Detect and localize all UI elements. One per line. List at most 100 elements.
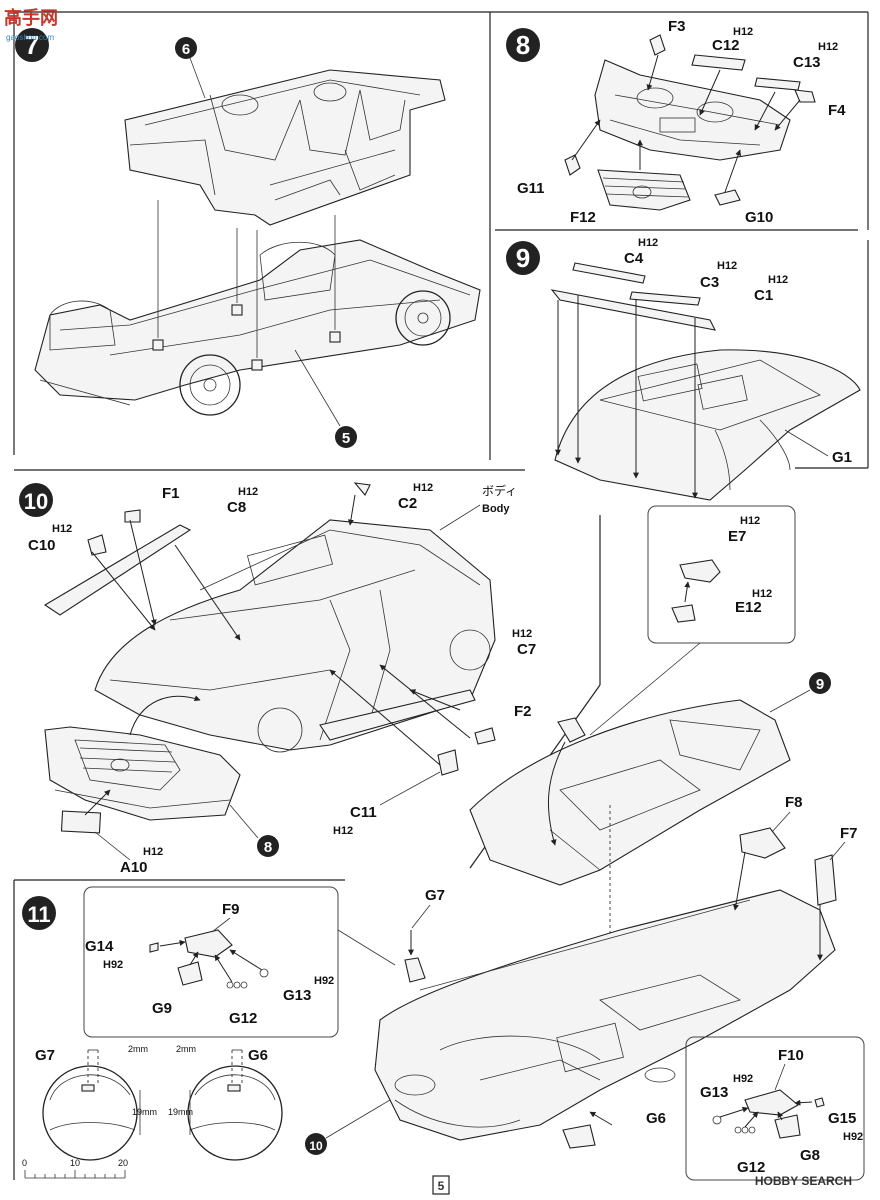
part-a10-drawing: [60, 810, 102, 834]
label-f10: F10: [778, 1047, 804, 1064]
part-g11-drawing: [564, 154, 581, 176]
body-underside-drawing: [374, 889, 836, 1141]
label-c1: C1: [754, 287, 773, 304]
label-c2: C2: [398, 495, 417, 512]
label-a10: A10: [120, 859, 148, 876]
label-e12-paint: H12: [752, 588, 772, 600]
label-f4: F4: [828, 102, 846, 119]
part-c1-drawing: [550, 289, 716, 331]
part-c2-drawing: [353, 482, 371, 496]
label-e12: E12: [735, 599, 762, 616]
grille-f12-drawing: [597, 169, 691, 211]
part-c12-drawing: [691, 54, 746, 71]
label-c3: C3: [700, 274, 719, 291]
step-7-badge: [15, 28, 49, 62]
step-11-number: 11: [27, 902, 50, 927]
inset-f10: [685, 1036, 865, 1181]
roof-g1-drawing: [554, 349, 861, 501]
label-c11: C11: [350, 804, 377, 821]
label-c12: C12: [712, 37, 740, 54]
part-c10-drawing: [87, 534, 107, 556]
detail-g6-width: 2mm: [176, 1044, 196, 1054]
inset-e7-e12: [647, 505, 796, 644]
callout-9: 9: [816, 676, 824, 693]
label-g10: G10: [745, 209, 773, 226]
step-9: 9 C4 H12 C3 H12 C1 H12 G1: [506, 237, 861, 501]
label-f1: F1: [162, 485, 180, 502]
label-g13: G13: [700, 1084, 728, 1101]
label-g8: G8: [800, 1147, 820, 1164]
step-8-badge: [506, 28, 540, 62]
part-c4-drawing: [572, 262, 646, 284]
label-f12: F12: [570, 209, 596, 226]
label-c4-paint: H12: [638, 237, 658, 249]
watermark-top-left: 高手网 gaoshou.com: [4, 7, 58, 42]
part-c8-drawing: [43, 524, 192, 616]
label-c8-paint: H12: [238, 486, 258, 498]
callout-5: 5: [342, 430, 350, 447]
part-e12-drawing: [671, 604, 696, 623]
detail-g7-label: G7: [35, 1047, 55, 1064]
step-8-number: 8: [516, 30, 530, 60]
callout-9-badge: [809, 672, 831, 694]
page-number: 5: [438, 1179, 445, 1193]
label-f7: F7: [840, 825, 858, 842]
label-e7: E7: [728, 528, 746, 545]
car-body-drawing: [94, 519, 496, 753]
part-c7-drawing: [319, 689, 476, 741]
chassis-drawing: [34, 239, 481, 416]
part-f3-drawing: [649, 34, 666, 56]
part-c13-drawing: [754, 77, 801, 91]
step-10-badge: [19, 483, 53, 517]
step-9-badge: [506, 241, 540, 275]
label-c11-paint: H12: [333, 825, 353, 837]
roof-assembly-drawing: [469, 699, 791, 886]
label-f3: F3: [668, 18, 686, 35]
label-c2-paint: H12: [413, 482, 433, 494]
body-label-jp: ボディ: [482, 483, 517, 498]
interior-tub-drawing: [124, 69, 446, 226]
part-e7-drawing: [679, 559, 721, 583]
callout-6-badge: [175, 37, 197, 59]
scale-tick-0: 0: [22, 1158, 27, 1168]
label-c10-paint: H12: [52, 523, 72, 535]
label-g11: G11: [517, 180, 545, 197]
label-c7: C7: [517, 641, 536, 658]
part-f7-drawing: [814, 854, 837, 906]
callout-10-badge: [305, 1133, 327, 1155]
label-g14-paint: H92: [103, 959, 123, 971]
label-g9: G9: [152, 1000, 172, 1017]
watermark-logo-sub: gaoshou.com: [6, 33, 54, 42]
part-c3-drawing: [629, 291, 701, 306]
step-7: 7: [15, 28, 481, 448]
label-g12-inset: G12: [229, 1010, 257, 1027]
detail-g7-height: 19mm: [132, 1107, 157, 1117]
label-f8: F8: [785, 794, 803, 811]
callout-8: 8: [264, 839, 272, 856]
label-g7: G7: [425, 887, 445, 904]
label-c10: C10: [28, 537, 56, 554]
label-c8: C8: [227, 499, 246, 516]
detail-g6-label: G6: [248, 1047, 268, 1064]
part-g14-drawing: [149, 942, 159, 953]
detail-g7: G7 2mm 19mm: [35, 1044, 157, 1161]
label-f2: F2: [514, 703, 532, 720]
step-7-number: 7: [25, 30, 39, 60]
watermark-logo-text: 高手网: [4, 7, 58, 28]
part-g7-drawing: [404, 957, 426, 983]
label-g1: G1: [832, 449, 852, 466]
label-c3-paint: H12: [717, 260, 737, 272]
step-8: 8 F3 C12 H12 C13: [506, 18, 846, 226]
callout-5-badge: [335, 426, 357, 448]
callout-10: 10: [309, 1139, 323, 1153]
front-bumper-drawing: [594, 59, 791, 161]
label-c4: C4: [624, 250, 644, 267]
part-g6-drawing: [562, 1124, 596, 1149]
watermark-hobbysearch: HOBBY SEARCH: [755, 1174, 852, 1188]
part-c11-drawing: [437, 749, 459, 776]
front-bumper-assembled-drawing: [44, 726, 241, 821]
label-a10-paint: H12: [143, 846, 163, 858]
label-g15-paint: H92: [843, 1131, 863, 1143]
label-g6: G6: [646, 1110, 666, 1127]
label-g12: G12: [737, 1159, 765, 1176]
